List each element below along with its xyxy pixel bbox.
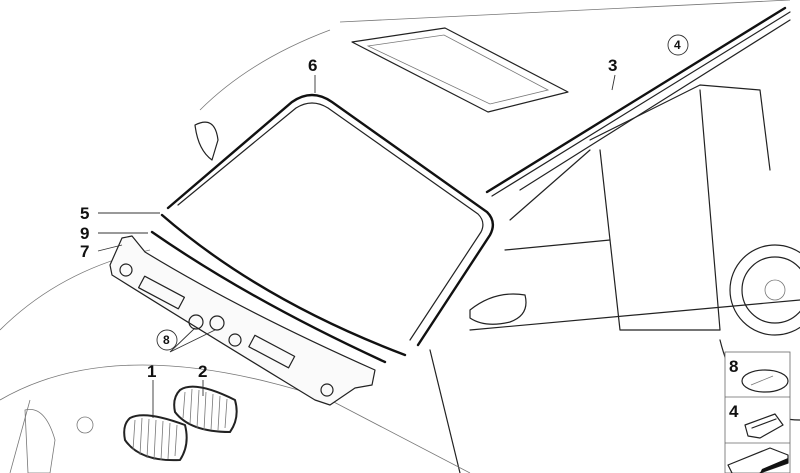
clip-icon [744, 413, 784, 439]
callout-9: 9 [80, 224, 89, 243]
leader-lines [97, 74, 616, 418]
callout-4-circle [667, 34, 689, 56]
windshield-seal [166, 93, 495, 347]
side-mirror [469, 293, 527, 325]
callout-8-circle [156, 329, 178, 351]
callout-4: 4 [674, 38, 681, 52]
roof-trim-strip [485, 6, 787, 194]
kidney-grille-left [123, 414, 188, 462]
seal-5 [160, 213, 407, 357]
legend-number-4: 4 [729, 402, 739, 421]
cowl-vent-right [248, 334, 296, 369]
callout-2: 2 [198, 362, 207, 381]
front-grille-car [24, 408, 94, 473]
callout-1: 1 [147, 362, 156, 381]
callout-8: 8 [163, 333, 170, 347]
callout-7: 7 [80, 242, 89, 261]
callout-5: 5 [80, 204, 89, 223]
callout-6: 6 [308, 56, 317, 75]
cowl-panel [109, 235, 376, 406]
roof-trim-edge [491, 11, 791, 197]
sunroof [351, 27, 569, 113]
wheel [729, 244, 800, 336]
cowl-vent-left [137, 275, 186, 310]
wedge-shim-icon [727, 447, 789, 473]
parts-legend: 8 4 [724, 351, 791, 473]
kidney-grille-right [173, 385, 238, 433]
legend-number-8: 8 [729, 357, 738, 376]
round-cap-icon [741, 369, 789, 393]
seal-9 [150, 230, 387, 364]
callout-3: 3 [608, 56, 617, 75]
